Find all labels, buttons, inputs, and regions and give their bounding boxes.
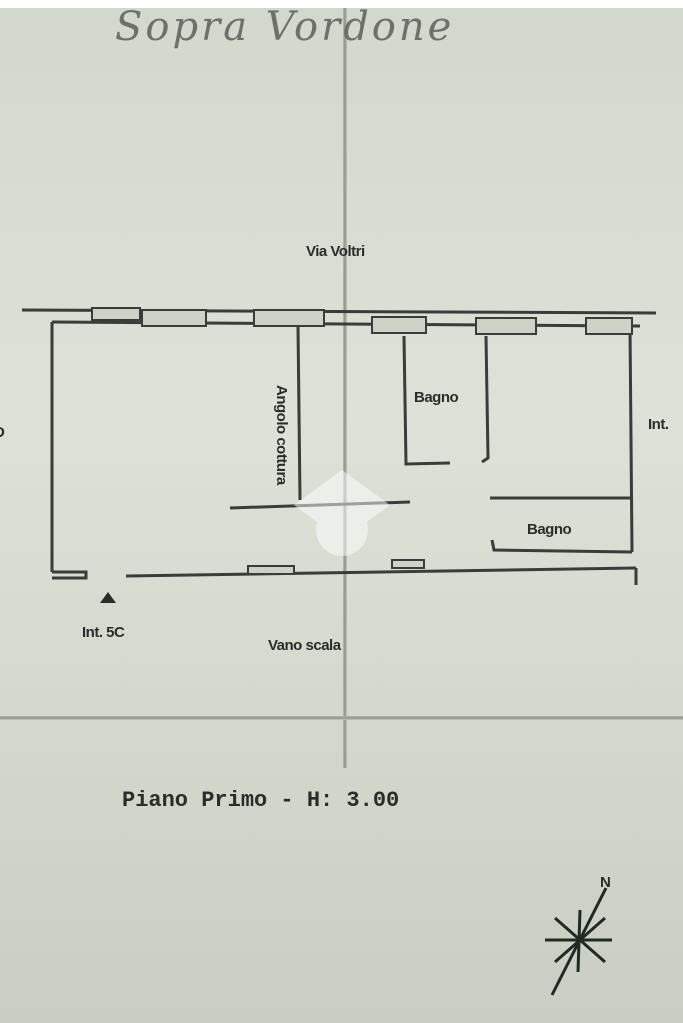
paper-fold-horizontal: [0, 716, 683, 720]
room-label-bathroom: Bagno: [527, 521, 572, 538]
window: [371, 316, 427, 334]
wall-kitchen: [296, 325, 302, 501]
entrance-arrow-icon: [100, 592, 116, 603]
outer-wall-bottom: [125, 566, 637, 578]
paper-fold-vertical: [343, 8, 347, 768]
right-edge-label: Int.: [648, 416, 669, 433]
wall-bath1: [402, 335, 451, 466]
outer-wall-top: [51, 320, 641, 328]
window: [247, 565, 295, 575]
wall-bath1-right: [481, 335, 490, 464]
window: [141, 309, 207, 327]
north-label: N: [600, 874, 611, 891]
watermark-logo: [294, 470, 390, 556]
street-label: Via Voltri: [306, 243, 365, 260]
window: [253, 309, 325, 327]
window: [91, 307, 141, 321]
window: [585, 317, 633, 335]
entrance-wall: [52, 570, 88, 580]
wall-bath2-bottom: [490, 539, 633, 554]
window: [391, 559, 425, 569]
entrance-label: Int. 5C: [82, 624, 125, 641]
room-label-bathroom: Bagno: [414, 389, 459, 406]
window: [475, 317, 537, 335]
room-label-kitchen: Angolo cottura: [273, 385, 290, 485]
handwritten-note: Sopra Vordone: [115, 4, 455, 50]
outer-wall-right: [628, 325, 634, 553]
stairwell-label: Vano scala: [268, 637, 341, 654]
north-arrow-icon: [545, 887, 612, 996]
top-border: [0, 0, 683, 8]
left-edge-label: D: [0, 424, 5, 441]
floor-title: Piano Primo - H: 3.00: [122, 788, 400, 813]
